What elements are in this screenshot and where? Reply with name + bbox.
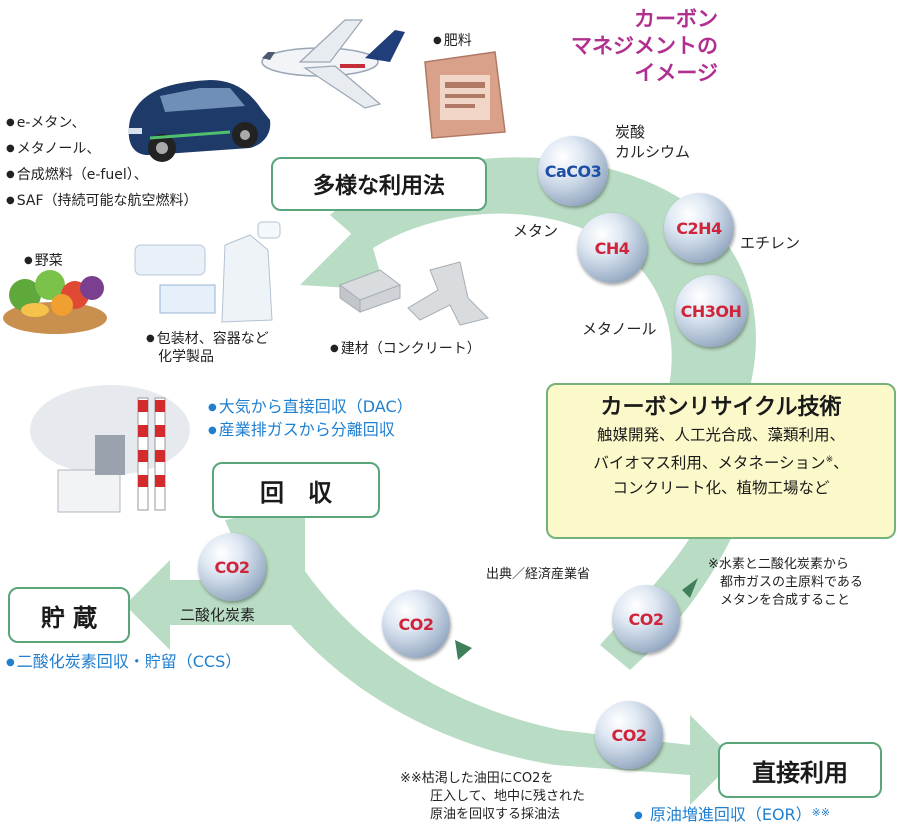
factory-icon — [30, 385, 190, 513]
concrete-icon — [338, 261, 489, 326]
title-line-3: イメージ — [634, 61, 718, 85]
caco3-label-line-1: 炭酸 — [615, 123, 646, 141]
usage-box: 多様な利用法 — [271, 157, 487, 211]
packaging-icon — [134, 221, 281, 323]
fertilizer-label: 肥料 — [433, 32, 472, 50]
note1-line-2: 都市ガスの主原料である — [720, 575, 863, 590]
molecule-ch4: CH4 — [577, 213, 647, 283]
source-credit: 出典／経済産業省 — [486, 567, 591, 582]
molecule-co2-flow-2: CO2 — [612, 585, 680, 653]
ch3oh-label: メタノール — [582, 320, 657, 338]
caco3-formula: CaCO3 — [544, 161, 602, 181]
note2-line-1: ※※枯渇した油田にCO2を — [400, 771, 554, 786]
recovery-method-exhaust: 産業排ガスから分離回収 — [208, 419, 413, 442]
recovery-method-dac: 大気から直接回収（DAC） — [208, 396, 413, 419]
recovery-box: 回 収 — [212, 462, 380, 518]
co2-formula: CO2 — [214, 557, 250, 577]
direct-method-mark: ※※ — [811, 806, 831, 819]
vegetables-label: 野菜 — [24, 252, 63, 270]
recycle-line-2-end: 、 — [833, 454, 849, 473]
note-methanation: ※水素と二酸化炭素から 都市ガスの主原料である メタンを合成すること — [708, 556, 863, 610]
ch4-label: メタン — [513, 222, 559, 240]
fuel-item: 合成燃料（e-fuel）、 — [6, 162, 198, 188]
ch3oh-formula: CH3OH — [680, 301, 742, 321]
packaging-label-line-1: 包装材、容器など — [146, 330, 269, 348]
molecule-c2h4: C2H4 — [664, 193, 734, 263]
direct-use-box: 直接利用 — [718, 742, 882, 798]
note1-line-1: ※水素と二酸化炭素から — [708, 557, 849, 572]
usage-arrow-head — [300, 220, 385, 290]
diagram-title: カーボン マネジメントの イメージ — [571, 6, 718, 87]
molecule-caco3: CaCO3 — [538, 136, 608, 206]
molecule-ch3oh: CH3OH — [675, 275, 747, 347]
recycle-heading: カーボンリサイクル技術 — [600, 395, 842, 420]
recycle-line-2-text: バイオマス利用、メタネーション — [593, 454, 826, 473]
recycle-line-2-mark: ※ — [825, 455, 834, 465]
recycle-line-1: 触媒開発、人工光合成、藻類利用、 — [596, 426, 845, 444]
airplane-icon — [261, 19, 405, 109]
direct-method: 原油増進回収（EOR）※※ — [634, 802, 830, 827]
co2-formula: CO2 — [611, 725, 647, 745]
recovery-methods: 大気から直接回収（DAC） 産業排ガスから分離回収 — [208, 396, 413, 442]
title-line-1: カーボン — [634, 7, 718, 31]
recycle-line-3: コンクリート化、植物工場など — [612, 479, 830, 498]
note2-line-2: 圧入して、地中に残された — [430, 789, 585, 804]
note1-line-3: メタンを合成すること — [720, 593, 851, 608]
recycle-line-2: バイオマス利用、メタネーション※、 — [548, 448, 894, 476]
molecule-co2-flow-1: CO2 — [382, 590, 450, 658]
caco3-label-line-2: カルシウム — [615, 143, 691, 161]
storage-box: 貯 蔵 — [8, 587, 130, 643]
caco3-label: 炭酸 カルシウム — [615, 122, 690, 162]
fuel-item: SAF（持続可能な航空燃料） — [6, 188, 198, 214]
direct-method-text: 原油増進回収（EOR） — [649, 805, 812, 824]
fuel-item: e-メタン、 — [6, 110, 198, 136]
co2-label: 二酸化炭素 — [180, 606, 256, 624]
fuel-item: メタノール、 — [6, 136, 198, 162]
title-line-2: マネジメントの — [571, 34, 718, 58]
packaging-label-line-2: 化学製品 — [158, 349, 214, 365]
c2h4-formula: C2H4 — [676, 218, 722, 238]
storage-method: 二酸化炭素回収・貯留（CCS） — [6, 651, 242, 674]
small-arrow-1 — [455, 640, 472, 660]
fertilizer-bag-icon — [424, 51, 506, 139]
co2-formula: CO2 — [628, 609, 664, 629]
small-arrow-2 — [682, 578, 698, 598]
molecule-co2-direct: CO2 — [595, 701, 663, 769]
c2h4-label: エチレン — [740, 234, 801, 252]
co2-formula: CO2 — [398, 614, 434, 634]
packaging-label: 包装材、容器など 化学製品 — [146, 330, 269, 366]
carbon-recycle-box: カーボンリサイクル技術 触媒開発、人工光合成、藻類利用、 バイオマス利用、メタネ… — [546, 383, 896, 539]
fuel-list: e-メタン、 メタノール、 合成燃料（e-fuel）、 SAF（持続可能な航空燃… — [6, 110, 198, 214]
molecule-co2-storage: CO2 — [198, 533, 266, 601]
ch4-formula: CH4 — [594, 238, 630, 258]
vegetables-icon — [3, 270, 107, 334]
note-eor: ※※枯渇した油田にCO2を 圧入して、地中に残された 原油を回収する採油法 — [400, 770, 585, 824]
concrete-label: 建材（コンクリート） — [330, 340, 481, 358]
note2-line-3: 原油を回収する採油法 — [430, 807, 561, 822]
